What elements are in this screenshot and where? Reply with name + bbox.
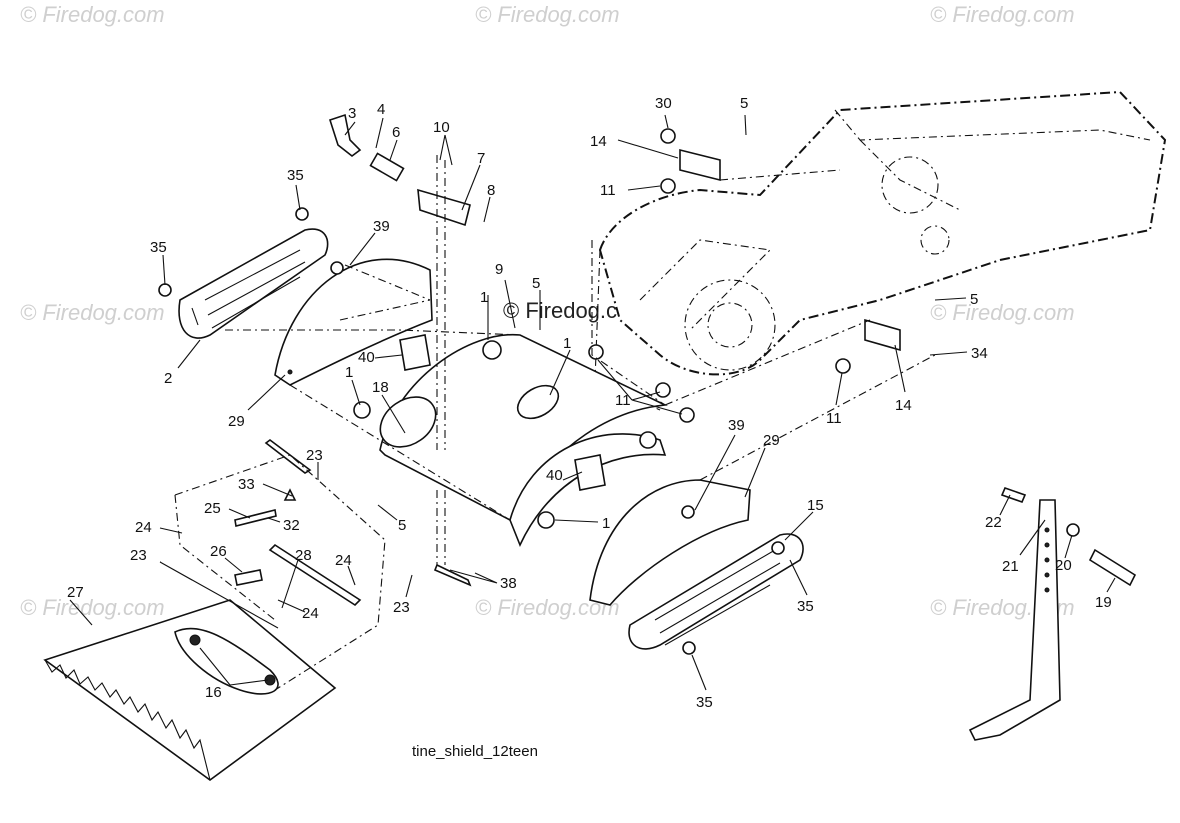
- label-22: 22: [985, 514, 1002, 531]
- hardware: [158, 113, 1080, 655]
- label-6: 6: [392, 124, 400, 141]
- label-32: 32: [283, 517, 300, 534]
- label-19: 19: [1095, 594, 1112, 611]
- label-14-top: 14: [590, 133, 607, 150]
- label-5-right: 5: [970, 291, 978, 308]
- label-7: 7: [477, 150, 485, 167]
- label-5-top: 5: [740, 95, 748, 112]
- watermark-mid-right: © Firedog.com: [930, 300, 1075, 325]
- label-24-lower: 24: [302, 605, 319, 622]
- label-15: 15: [807, 497, 824, 514]
- label-23-top: 23: [306, 447, 323, 464]
- label-1-plate: 1: [563, 335, 571, 352]
- label-20: 20: [1055, 557, 1072, 574]
- tine-shield-left: [274, 258, 433, 386]
- label-1-left: 1: [345, 364, 353, 381]
- label-34: 34: [971, 345, 988, 362]
- label-30: 30: [655, 95, 672, 112]
- label-29-right: 29: [763, 432, 780, 449]
- tine-shield-right: [509, 433, 751, 606]
- watermark-top-right: © Firedog.com: [930, 2, 1075, 27]
- tine-shield-hood: [379, 333, 668, 522]
- leader-lines: [69, 114, 1116, 691]
- label-40-left: 40: [358, 349, 375, 366]
- label-29-left: 29: [228, 413, 245, 430]
- assembly-lines: [174, 155, 936, 691]
- watermark-top-left: © Firedog.com: [20, 2, 165, 27]
- label-24-center: 24: [335, 552, 352, 569]
- label-24-left: 24: [135, 519, 152, 536]
- label-1-right: 1: [602, 515, 610, 532]
- label-26: 26: [210, 543, 227, 560]
- label-40-right: 40: [546, 467, 563, 484]
- transmission-housing: [594, 90, 1167, 411]
- label-5-hood: 5: [532, 275, 540, 292]
- label-28: 28: [295, 547, 312, 564]
- label-11-right: 11: [826, 410, 842, 427]
- callout-labels: 3 4 6 10 7 8 35 35 39 2 29 40 1 18 1 9 5…: [67, 95, 1112, 711]
- side-extension-left: [178, 228, 329, 339]
- label-39-right: 39: [728, 417, 745, 434]
- label-11-top: 11: [600, 182, 616, 199]
- label-23-left: 23: [130, 547, 147, 564]
- label-18: 18: [372, 379, 389, 396]
- label-33: 33: [238, 476, 255, 493]
- label-27: 27: [67, 584, 84, 601]
- label-25: 25: [204, 500, 221, 517]
- label-9: 9: [495, 261, 503, 278]
- watermark-mid-left: © Firedog.com: [20, 300, 165, 325]
- label-10: 10: [433, 119, 450, 136]
- label-16: 16: [205, 684, 222, 701]
- watermarks: © Firedog.com © Firedog.com © Firedog.co…: [20, 2, 1075, 620]
- flap-deflector: [43, 599, 337, 781]
- label-35-left: 35: [150, 239, 167, 256]
- label-35-bottom: 35: [696, 694, 713, 711]
- depth-stake: [968, 499, 1137, 741]
- watermark-top-center: © Firedog.com: [475, 2, 620, 27]
- label-3: 3: [348, 105, 356, 122]
- watermark-bottom-left: © Firedog.com: [20, 595, 165, 620]
- label-23-lower: 23: [393, 599, 410, 616]
- label-35-top: 35: [287, 167, 304, 184]
- label-1-hood: 1: [480, 289, 488, 306]
- label-39-left: 39: [373, 218, 390, 235]
- label-4: 4: [377, 101, 385, 118]
- label-8: 8: [487, 182, 495, 199]
- label-21: 21: [1002, 558, 1019, 575]
- label-14-right: 14: [895, 397, 912, 414]
- label-38: 38: [500, 575, 517, 592]
- label-5-lower: 5: [398, 517, 406, 534]
- label-35-right: 35: [797, 598, 814, 615]
- label-2: 2: [164, 370, 172, 387]
- label-11-center: 11: [615, 392, 631, 409]
- diagram-caption: tine_shield_12teen: [412, 743, 538, 760]
